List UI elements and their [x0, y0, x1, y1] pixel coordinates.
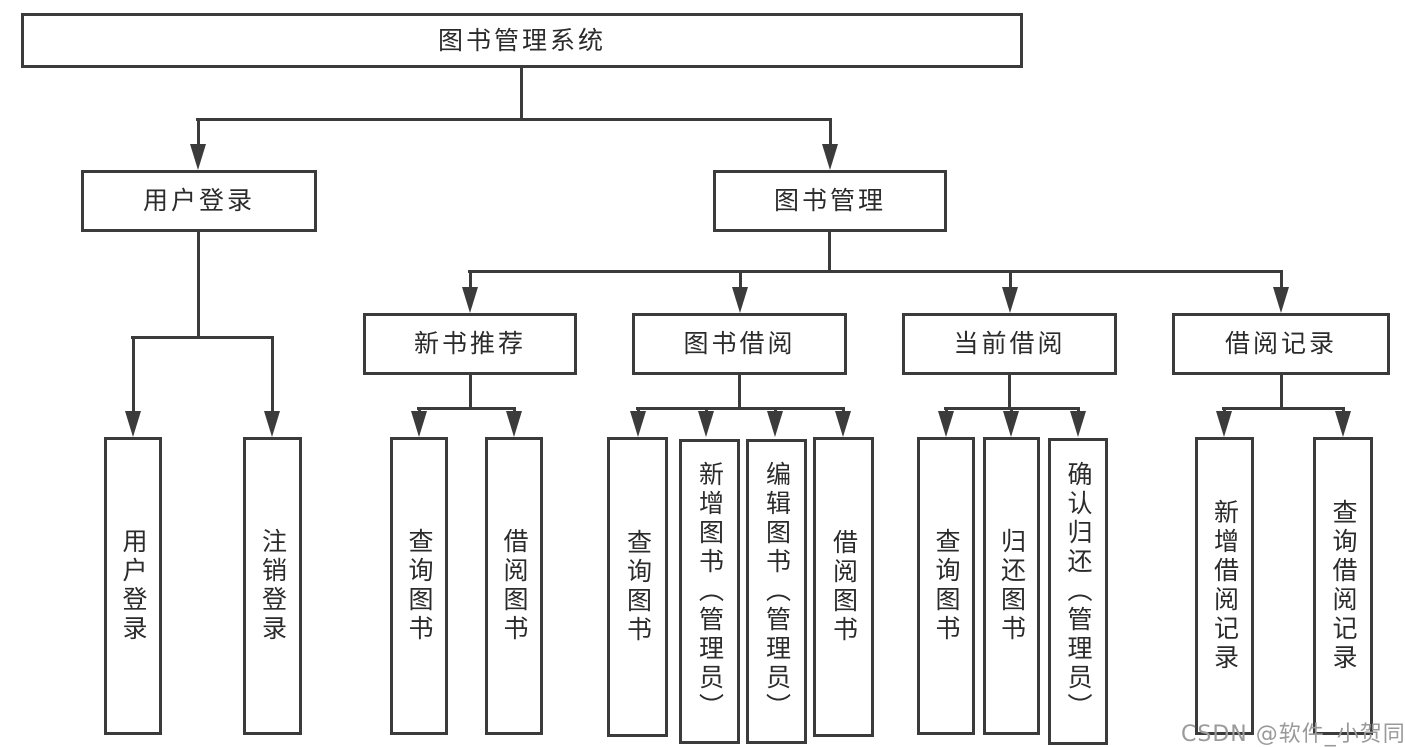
arrow-down-icon: [822, 144, 838, 170]
connector-line: [739, 270, 742, 289]
arrow-down-icon: [264, 411, 280, 437]
leaf-logout: 注销登录: [243, 437, 302, 735]
connector-line: [1280, 270, 1283, 289]
arrow-down-icon: [1003, 411, 1019, 437]
leaf-confirm-return-admin-label: 确认归还（管理员）: [1064, 461, 1093, 722]
connector-line: [1222, 407, 1345, 410]
leaf-add-book-admin: 新增图书（管理员）: [679, 439, 740, 744]
connector-line: [738, 375, 741, 410]
node-root-label: 图书管理系统: [437, 25, 606, 55]
leaf-add-book-admin-label: 新增图书（管理员）: [695, 461, 725, 722]
arrow-down-icon: [190, 144, 206, 170]
leaf-edit-book-admin: 编辑图书（管理员）: [746, 439, 807, 744]
arrow-down-icon: [125, 411, 141, 437]
leaf-add-borrow-record: 新增借阅记录: [1195, 437, 1254, 735]
node-user-login: 用户登录: [81, 170, 317, 232]
connector-line: [197, 118, 200, 146]
connector-line: [196, 118, 831, 121]
connector-line: [829, 118, 832, 146]
leaf-add-borrow-record-label: 新增借阅记录: [1210, 499, 1240, 673]
leaf-borrow-book-label: 借阅图书: [829, 529, 859, 645]
arrow-down-icon: [506, 411, 522, 437]
node-book-borrow: 图书借阅: [632, 313, 847, 375]
leaf-query-borrow-record: 查询借阅记录: [1313, 437, 1373, 735]
leaf-borrow-book: 借阅图书: [813, 437, 874, 737]
connector-line: [197, 232, 200, 339]
leaf-query-books-current: 查询图书: [917, 437, 975, 735]
connector-line: [1280, 375, 1283, 410]
watermark: CSDN @软件_小贺同学: [1181, 722, 1405, 747]
leaf-query-books-current-label: 查询图书: [932, 528, 961, 644]
node-current-borrow: 当前借阅: [902, 313, 1117, 375]
node-user-login-label: 用户登录: [142, 186, 255, 215]
connector-line: [1008, 375, 1011, 410]
arrow-down-icon: [462, 287, 478, 313]
arrow-down-icon: [1273, 287, 1289, 313]
connector-line: [131, 336, 274, 339]
arrow-down-icon: [1335, 411, 1351, 437]
node-book-management-label: 图书管理: [773, 186, 886, 215]
arrow-down-icon: [1002, 287, 1018, 313]
connector-line: [271, 336, 274, 413]
node-new-book-recommend: 新书推荐: [363, 313, 577, 375]
leaf-query-books-recommend: 查询图书: [390, 437, 448, 735]
arrow-down-icon: [767, 411, 783, 437]
connector-line: [828, 232, 831, 273]
leaf-return-book: 归还图书: [983, 437, 1040, 735]
leaf-confirm-return-admin: 确认归还（管理员）: [1048, 438, 1108, 745]
arrow-down-icon: [732, 287, 748, 313]
connector-line: [1009, 270, 1012, 289]
leaf-borrow-books-recommend: 借阅图书: [485, 437, 543, 735]
node-root: 图书管理系统: [21, 13, 1023, 68]
node-book-borrow-label: 图书借阅: [683, 329, 796, 358]
node-book-management: 图书管理: [713, 170, 947, 232]
arrow-down-icon: [630, 411, 646, 437]
node-borrow-records-label: 借阅记录: [1224, 329, 1337, 358]
arrow-down-icon: [411, 411, 427, 437]
connector-line: [132, 336, 135, 413]
connector-line: [636, 407, 845, 410]
leaf-query-books-recommend-label: 查询图书: [405, 528, 434, 644]
leaf-user-login-label: 用户登录: [119, 528, 148, 644]
leaf-edit-book-admin-label: 编辑图书（管理员）: [762, 461, 792, 722]
connector-line: [468, 270, 1283, 273]
leaf-query-borrow-record-label: 查询借阅记录: [1329, 499, 1358, 673]
node-borrow-records: 借阅记录: [1172, 313, 1390, 375]
leaf-return-book-label: 归还图书: [997, 528, 1027, 644]
leaf-borrow-books-recommend-label: 借阅图书: [500, 528, 529, 644]
node-new-book-recommend-label: 新书推荐: [413, 329, 526, 358]
arrow-down-icon: [835, 411, 851, 437]
connector-line: [417, 407, 516, 410]
arrow-down-icon: [698, 411, 714, 437]
arrow-down-icon: [1216, 411, 1232, 437]
arrow-down-icon: [938, 411, 954, 437]
leaf-query-books-borrow: 查询图书: [607, 437, 668, 737]
node-current-borrow-label: 当前借阅: [953, 329, 1066, 358]
leaf-user-login: 用户登录: [104, 437, 162, 735]
leaf-logout-label: 注销登录: [258, 528, 288, 644]
connector-line: [469, 270, 472, 289]
leaf-query-books-borrow-label: 查询图书: [623, 529, 653, 645]
connector-line: [520, 68, 523, 118]
arrow-down-icon: [1070, 411, 1086, 437]
connector-line: [469, 375, 472, 410]
